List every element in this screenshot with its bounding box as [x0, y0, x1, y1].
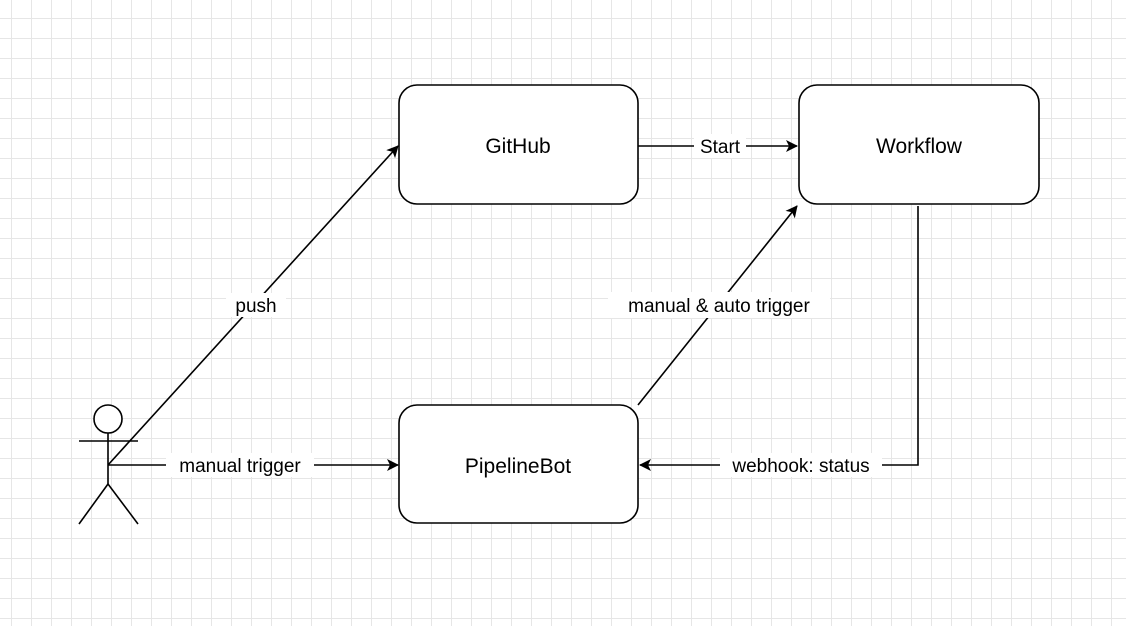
node-label-workflow: Workflow — [876, 135, 963, 158]
edge-label-manual-trigger: manual trigger — [179, 456, 301, 477]
edge-manual-trigger: manual trigger — [108, 453, 399, 477]
edge-push: push — [107, 145, 399, 466]
node-label-pipelinebot: PipelineBot — [465, 455, 571, 478]
node-pipelinebot[interactable]: PipelineBot — [398, 404, 639, 524]
edge-webhook-status: webhook: status — [639, 206, 919, 477]
node-github[interactable]: GitHub — [398, 84, 639, 205]
node-label-github: GitHub — [485, 135, 550, 158]
actor-stick-figure — [78, 404, 139, 525]
edge-manual-auto-trigger: manual & auto trigger — [608, 205, 830, 406]
edge-start: Start — [638, 134, 798, 158]
edge-label-start: Start — [700, 137, 741, 158]
edge-label-webhook-status: webhook: status — [731, 456, 869, 477]
edge-label-push: push — [235, 296, 276, 317]
edge-label-manual-auto-trigger: manual & auto trigger — [628, 296, 810, 317]
node-workflow[interactable]: Workflow — [798, 84, 1040, 205]
